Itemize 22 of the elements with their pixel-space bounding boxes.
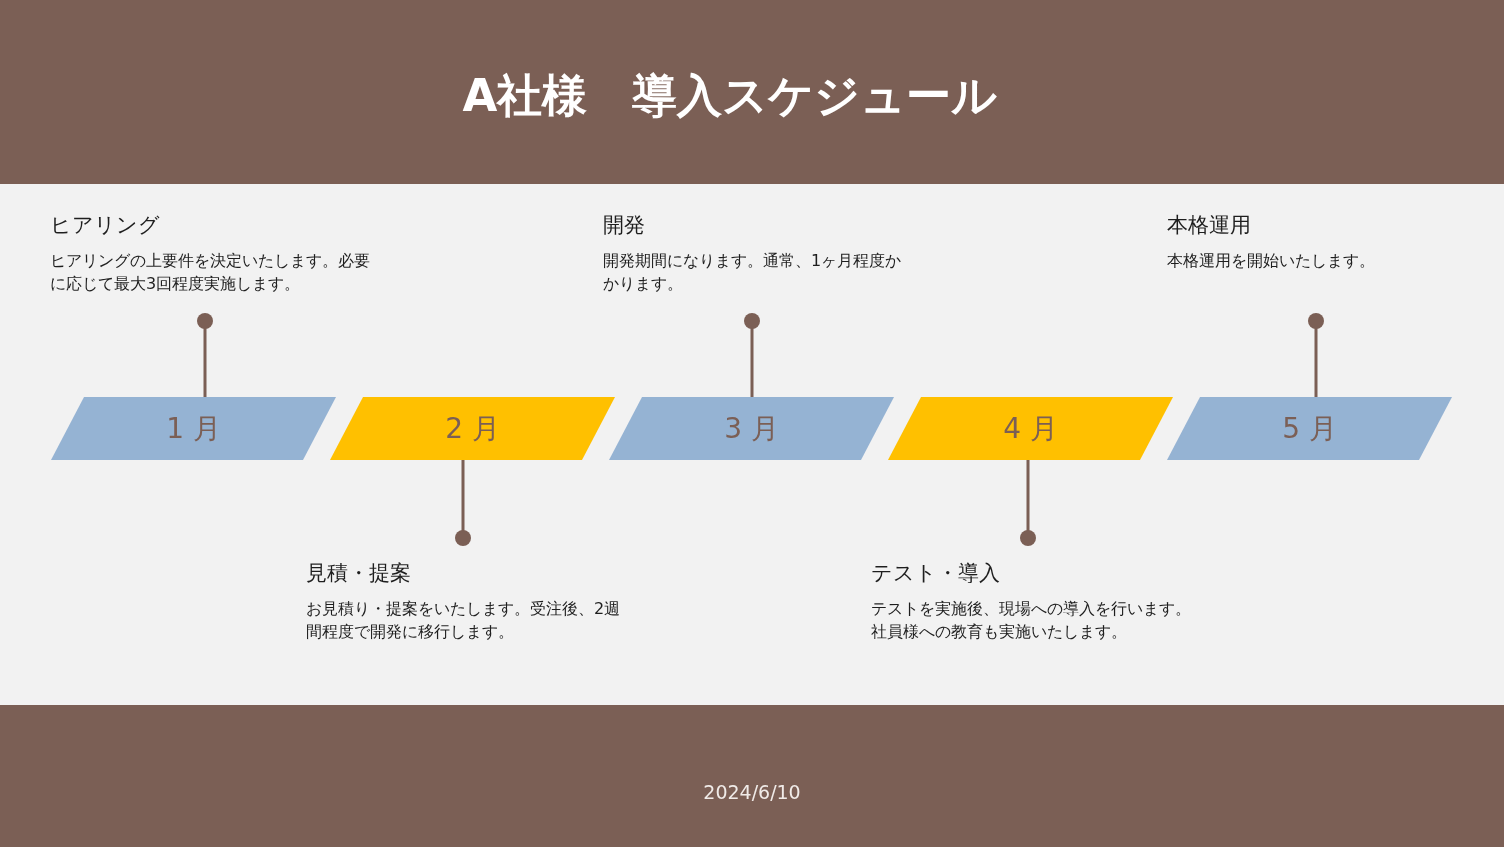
event-heading: ヒアリング [50, 212, 160, 238]
event-heading: 見積・提案 [306, 560, 411, 586]
event-description: テストを実施後、現場への導入を行います。社員様への教育も実施いたします。 [871, 598, 1192, 643]
event-description: 開発期間になります。通常、1ヶ月程度かかります。 [603, 250, 903, 295]
event-description: ヒアリングの上要件を決定いたします。必要に応じて最大3回程度実施します。 [50, 250, 371, 295]
date-text: 2024/6/10 [703, 780, 801, 805]
event-heading: テスト・導入 [871, 560, 1000, 586]
month-label: 4 月 [1003, 411, 1058, 446]
month-label: 5 月 [1282, 411, 1337, 446]
pin-line [744, 313, 760, 397]
month-label: 1 月 [166, 411, 221, 446]
pin-line [455, 460, 471, 546]
month-label: 3 月 [724, 411, 779, 446]
month-label: 2 月 [445, 411, 500, 446]
slide-title: A社様 導入スケジュール [462, 68, 998, 124]
event-description: 本格運用を開始いたします。 [1167, 250, 1375, 272]
pin-line [197, 313, 213, 397]
event-heading: 本格運用 [1167, 212, 1251, 238]
pin-line [1020, 460, 1036, 546]
event-heading: 開発 [603, 212, 645, 238]
event-description: お見積り・提案をいたします。受注後、2週間程度で開発に移行します。 [306, 598, 622, 643]
pin-line [1308, 313, 1324, 397]
